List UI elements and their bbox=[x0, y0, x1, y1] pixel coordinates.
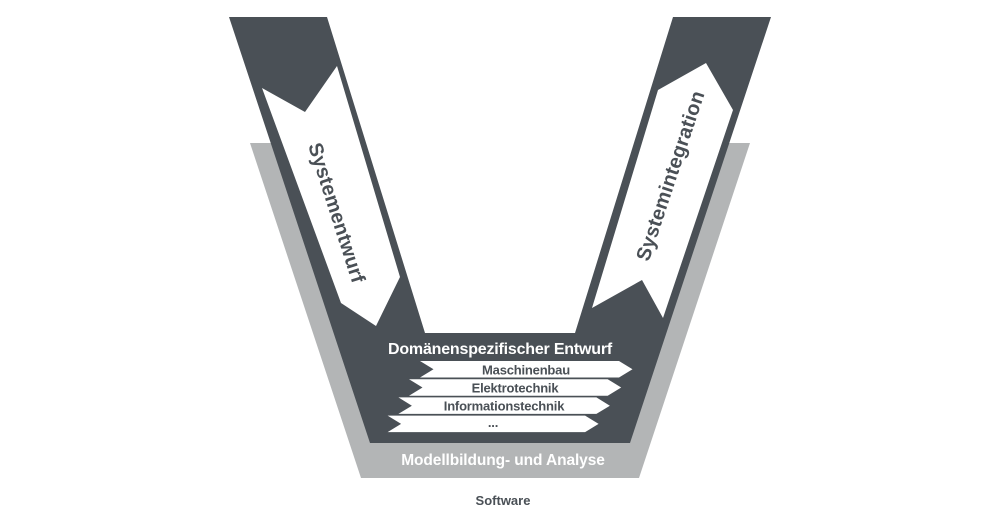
domain-banner-label-ellipsis: ... bbox=[488, 415, 498, 430]
center-title: Domänenspezifischer Entwurf bbox=[388, 341, 613, 358]
systementwurf-arrow bbox=[262, 66, 400, 326]
domain-banners: Maschinenbau Elektrotechnik Informations… bbox=[387, 361, 633, 433]
domain-banner-informationstechnik bbox=[398, 397, 610, 414]
domain-banner-label-maschinenbau: Maschinenbau bbox=[482, 362, 570, 377]
domain-banner-ellipsis bbox=[387, 415, 599, 433]
domain-banner-label-informationstechnik: Informationstechnik bbox=[444, 399, 565, 414]
bottom-band-label: Modellbildung- und Analyse bbox=[401, 452, 605, 469]
systemintegration-arrow bbox=[592, 63, 733, 318]
software-caption: Software bbox=[476, 493, 531, 508]
domain-banner-maschinenbau bbox=[420, 361, 633, 378]
domain-banner-label-elektrotechnik: Elektrotechnik bbox=[472, 381, 560, 396]
domain-banner-elektrotechnik bbox=[409, 379, 622, 396]
dark-v-shape bbox=[229, 17, 771, 443]
